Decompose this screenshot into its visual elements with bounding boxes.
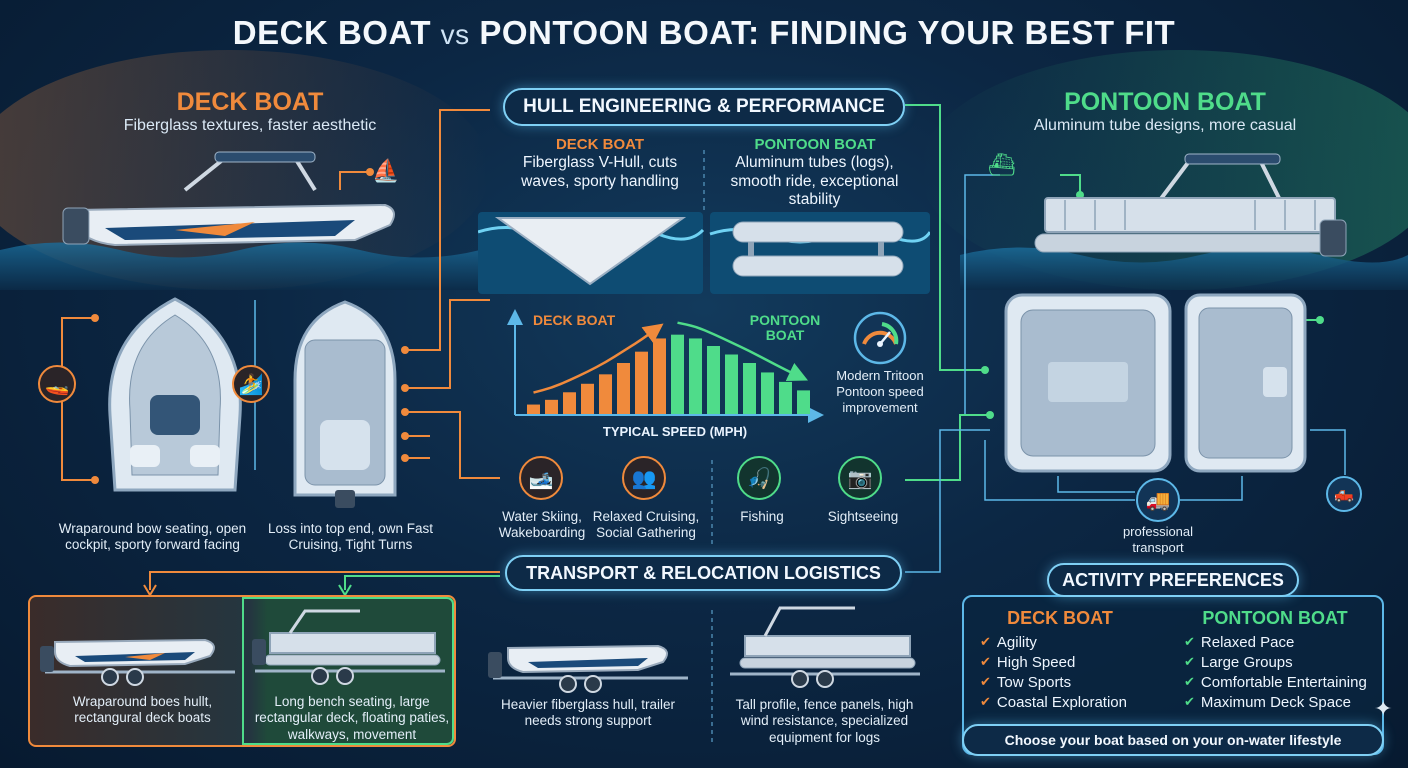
deck-caption-left: Wraparound bow seating, open cockpit, sp… — [58, 521, 247, 553]
pref-pontoon-list: ✔Relaxed Pace ✔Large Groups ✔Comfortable… — [1184, 632, 1367, 712]
deck-trend-arrow — [533, 323, 664, 394]
transport-pontoon-subpanel — [242, 597, 454, 745]
sparkle-icon: ✦ — [1374, 696, 1393, 721]
pref-pontoon-label: PONTOON BOAT — [1202, 608, 1348, 628]
speed-chart: DECK BOAT — [507, 309, 824, 423]
pontoon-speed-bar — [689, 338, 702, 414]
pontoon-speed-bar — [779, 381, 792, 414]
transport-caption: professional transport — [1122, 524, 1194, 555]
pontoon-speed-bar — [671, 334, 684, 414]
cta-banner: Choose your boat based on your on-water … — [962, 724, 1384, 756]
wakeboard-icon: 🏄 — [232, 365, 270, 403]
hull-deck-desc: Fiberglass V-Hull, cuts waves, sporty ha… — [521, 154, 679, 190]
transport-deck-caption: Wraparound boes hullt, rectangural deck … — [72, 694, 213, 726]
deck-speed-bar — [617, 363, 630, 414]
camera-icon: 📷 — [838, 456, 882, 500]
pontoon-trend-arrow — [677, 321, 809, 382]
series-deck-label: DECK BOAT — [533, 312, 616, 328]
pontoon-speed-bar — [707, 346, 720, 414]
deck-caption-right: Loss into top end, own Fast Cruising, Ti… — [267, 521, 434, 553]
list-item: ✔Relaxed Pace — [1184, 633, 1295, 651]
heavy-trailer-illustration — [488, 644, 688, 693]
truck-icon: 🚚 — [1136, 478, 1180, 522]
list-item: ✔Large Groups — [1184, 653, 1293, 671]
pontoon-boat-illustration — [1034, 153, 1347, 257]
pontoon-speed-bar — [743, 363, 756, 414]
transport-pontoon-caption: Long bench seating, large rectangular de… — [254, 694, 450, 742]
tall-trailer-illustration — [730, 606, 920, 688]
check-icon: ✔ — [980, 634, 991, 649]
deck-speed-bar — [599, 374, 612, 414]
check-icon: ✔ — [980, 694, 991, 709]
activity-preferences-pill: ACTIVITY PREFERENCES — [1047, 563, 1299, 597]
hull-pontoon-label: PONTOON BOAT — [754, 136, 876, 153]
deck-boat-top-view — [108, 297, 242, 492]
trailer-icon: 🛻 — [1326, 476, 1362, 512]
list-item: ✔Coastal Exploration — [980, 693, 1127, 711]
activity-cruising-label: Relaxed Cruising, Social Gathering — [592, 509, 700, 541]
deck-trailer-illustration — [40, 638, 235, 686]
transport-pill: TRANSPORT & RELOCATION LOGISTICS — [505, 555, 902, 591]
check-icon: ✔ — [980, 674, 991, 689]
pontoon-speed-bar — [761, 372, 774, 414]
speed-gauge-icon — [853, 311, 907, 365]
deck-boat-illustration — [62, 151, 395, 247]
activity-fishing-label: Fishing — [740, 509, 784, 524]
check-icon: ✔ — [1184, 634, 1195, 649]
page-title: DECK BOAT vs PONTOON BOAT: FINDING YOUR … — [0, 14, 1408, 52]
hull-deck-label: DECK BOAT — [555, 136, 645, 153]
title-vs: vs — [440, 19, 470, 50]
title-left: DECK BOAT — [232, 14, 431, 51]
series-pontoon-label: PONTOON BOAT — [749, 312, 821, 344]
list-item: ✔Agility — [980, 633, 1037, 651]
title-right: PONTOON BOAT: FINDING YOUR BEST FIT — [479, 14, 1176, 51]
pontoon-top-view — [1004, 293, 1172, 473]
group-icon: 👥 — [622, 456, 666, 500]
check-icon: ✔ — [1184, 654, 1195, 669]
pontoon-top-view-2 — [1184, 293, 1307, 473]
hull-illustrations — [478, 212, 930, 294]
check-icon: ✔ — [1184, 674, 1195, 689]
list-item: ✔Tow Sports — [980, 673, 1072, 691]
hull-pontoon-desc: Aluminum tubes (logs), smooth ride, exce… — [730, 154, 899, 209]
transport-heavy-caption: Heavier fiberglass hull, trailer needs s… — [500, 697, 676, 729]
deck-speed-bar — [581, 383, 594, 414]
fishing-icon: 🎣 — [737, 456, 781, 500]
pontoon-subtitle: Aluminum tube designs, more casual — [1033, 117, 1297, 134]
pontoon-speed-bar — [725, 354, 738, 414]
pref-deck-label: DECK BOAT — [1007, 608, 1113, 628]
deck-speed-bar — [653, 338, 666, 414]
speedboat-icon: ⛵ — [372, 158, 400, 183]
deck-speed-bar — [563, 392, 576, 414]
hull-engineering-pill: HULL ENGINEERING & PERFORMANCE — [503, 88, 905, 126]
list-item: ✔Comfortable Entertaining — [1184, 673, 1367, 691]
deck-speed-bar — [527, 404, 540, 414]
deck-speed-bar — [545, 399, 558, 414]
activity-sightseeing-label: Sightseeing — [827, 509, 899, 524]
list-item: ✔Maximum Deck Space — [1184, 693, 1351, 711]
gauge-caption: Modern Tritoon Pontoon speed improvement — [836, 368, 924, 415]
pontoon-small-icon: ⛴ — [988, 152, 1016, 177]
deck-speed-bar — [635, 351, 648, 414]
deck-subtitle: Fiberglass textures, faster aesthetic — [123, 117, 377, 134]
transport-tall-caption: Tall profile, fence panels, high wind re… — [735, 697, 914, 745]
boat-icon: 🚤 — [38, 365, 76, 403]
check-icon: ✔ — [1184, 694, 1195, 709]
pontoon-speed-bar — [797, 390, 810, 414]
chart-xlabel: TYPICAL SPEED (MPH) — [602, 424, 748, 439]
pref-deck-list: ✔Agility ✔High Speed ✔Tow Sports ✔Coasta… — [980, 632, 1127, 712]
deck-heading: DECK BOAT — [176, 88, 324, 116]
pontoon-trailer-illustration — [252, 609, 445, 685]
activity-water-ski-label: Water Skiing, Wakeboarding — [498, 509, 586, 541]
water-ski-icon: 🎿 — [519, 456, 563, 500]
pontoon-heading: PONTOON BOAT — [1064, 88, 1266, 116]
check-icon: ✔ — [980, 654, 991, 669]
list-item: ✔High Speed — [980, 653, 1076, 671]
deck-boat-top-view-2 — [293, 300, 397, 508]
